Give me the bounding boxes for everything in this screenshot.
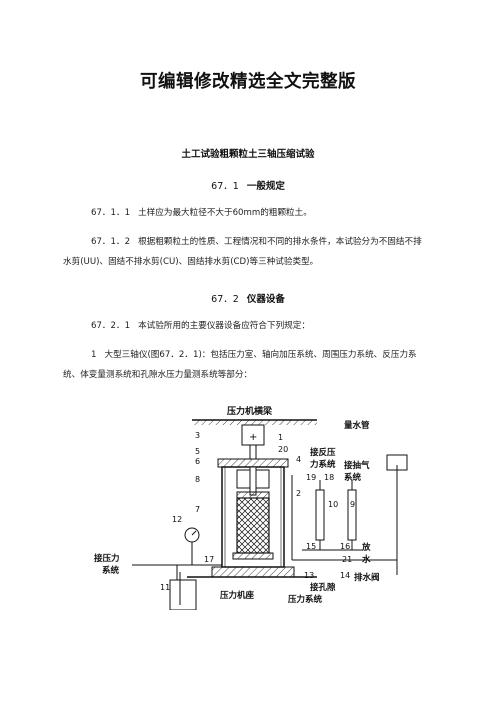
part-number-1: 1 xyxy=(278,433,283,442)
part-number-4: 4 xyxy=(296,455,301,464)
part-number-14: 14 xyxy=(340,571,350,580)
back-pressure-label-line1: 接反压 xyxy=(310,447,336,458)
pore-pressure-label-line2: 压力系统 xyxy=(288,594,323,605)
confining-pressure-label-line2: 系统 xyxy=(102,565,120,576)
part-number-9: 9 xyxy=(350,500,355,509)
part-number-6: 6 xyxy=(195,457,200,466)
section-heading-67-1: 67．1 一般规定 xyxy=(0,178,496,192)
part-number-3: 3 xyxy=(195,431,200,440)
drain-valve-label: 排水阀 xyxy=(354,572,380,583)
part-number-7: 7 xyxy=(195,505,200,514)
press-beam xyxy=(192,419,317,425)
volume-tubes xyxy=(291,454,408,575)
part-number-10: 10 xyxy=(328,500,338,509)
document-title: 土工试验粗颗粒土三轴压缩试验 xyxy=(181,149,315,160)
confining-pressure-label-line1: 接压力 xyxy=(94,553,120,564)
part-number-20: 20 xyxy=(278,445,288,454)
part-number-11: 11 xyxy=(160,583,170,592)
section-heading-67-2: 67．2 仪器设备 xyxy=(0,291,496,305)
confining-pressure-system xyxy=(132,527,222,610)
paragraph-67-1-2-line1: 67．1．2 根据粗颗粒土的性质、工程情况和不同的排水条件，本试验分为不固结不排 xyxy=(91,234,422,251)
svg-text:+: + xyxy=(249,432,257,443)
section-label: 仪器设备 xyxy=(246,294,285,305)
item-text: 大型三轴仪(图67．2．1)：包括压力室、轴向加压系统、周围压力系统、反压力系 xyxy=(104,350,417,360)
part-number-17: 17 xyxy=(204,555,214,564)
item-number: 1 xyxy=(91,350,97,360)
base-pedestal xyxy=(232,552,274,560)
pore-pressure-label-line1: 接孔隙 xyxy=(310,582,336,593)
drain-label-line1: 放 xyxy=(361,542,371,553)
paragraph-67-2-1: 67．2．1 本试验所用的主要仪器设备应符合下列规定： xyxy=(91,318,310,335)
base-label: 压力机座 xyxy=(220,590,255,601)
part-number-21: 21 xyxy=(342,555,352,564)
part-numbers: 1 2 3 4 5 6 7 8 9 10 11 12 13 14 15 16 1… xyxy=(160,431,355,592)
part-number-5: 5 xyxy=(195,447,200,456)
part-number-8: 8 xyxy=(195,475,200,484)
soil-specimen xyxy=(236,497,270,554)
drain-label-line2: 水 xyxy=(361,554,371,565)
vacuum-label-line1: 接抽气 xyxy=(344,460,370,471)
vacuum-label-line2: 系统 xyxy=(344,472,362,483)
part-number-18: 18 xyxy=(324,473,334,482)
burette-label: 量水管 xyxy=(344,420,370,431)
section-label: 一般规定 xyxy=(246,181,285,192)
paragraph-67-1-1: 67．1．1 土样应为最大粒径不大于60mm的粗颗粒土。 xyxy=(91,205,312,222)
part-number-13: 13 xyxy=(304,571,314,580)
part-number-16: 16 xyxy=(340,542,350,551)
load-cell: + xyxy=(241,424,265,460)
pressure-chamber xyxy=(217,458,289,568)
paragraph-67-1-2-line2: 水剪(UU)、固结不排水剪(CU)、固结排水剪(CD)等三种试验类型。 xyxy=(63,257,319,267)
beam-label: 压力机横梁 xyxy=(227,405,273,417)
clause-text: 土样应为最大粒径不大于60mm的粗颗粒土。 xyxy=(138,208,312,218)
triaxial-apparatus-figure: 压力机横梁 + xyxy=(94,405,408,610)
clause-number: 67．2．1 xyxy=(91,321,131,331)
part-number-15: 15 xyxy=(306,542,316,551)
press-base xyxy=(187,566,317,578)
part-number-2: 2 xyxy=(296,489,301,498)
part-number-19: 19 xyxy=(306,473,316,482)
section-number: 67．2 xyxy=(211,294,239,305)
clause-number: 67．1．2 xyxy=(91,237,131,247)
clause-text: 本试验所用的主要仪器设备应符合下列规定： xyxy=(138,321,310,331)
section-number: 67．1 xyxy=(211,181,239,192)
part-number-12: 12 xyxy=(172,515,182,524)
page-title: 可编辑修改精选全文完整版 xyxy=(140,72,356,92)
clause-text: 根据粗颗粒土的性质、工程情况和不同的排水条件，本试验分为不固结不排 xyxy=(138,237,422,247)
clause-number: 67．1．1 xyxy=(91,208,131,218)
back-pressure-label-line2: 力系统 xyxy=(310,459,336,470)
item-1-line2: 统、体变量测系统和孔隙水压力量测系统等部分： xyxy=(63,370,253,380)
item-1-line1: 1 大型三轴仪(图67．2．1)：包括压力室、轴向加压系统、周围压力系统、反压力系 xyxy=(91,347,417,364)
